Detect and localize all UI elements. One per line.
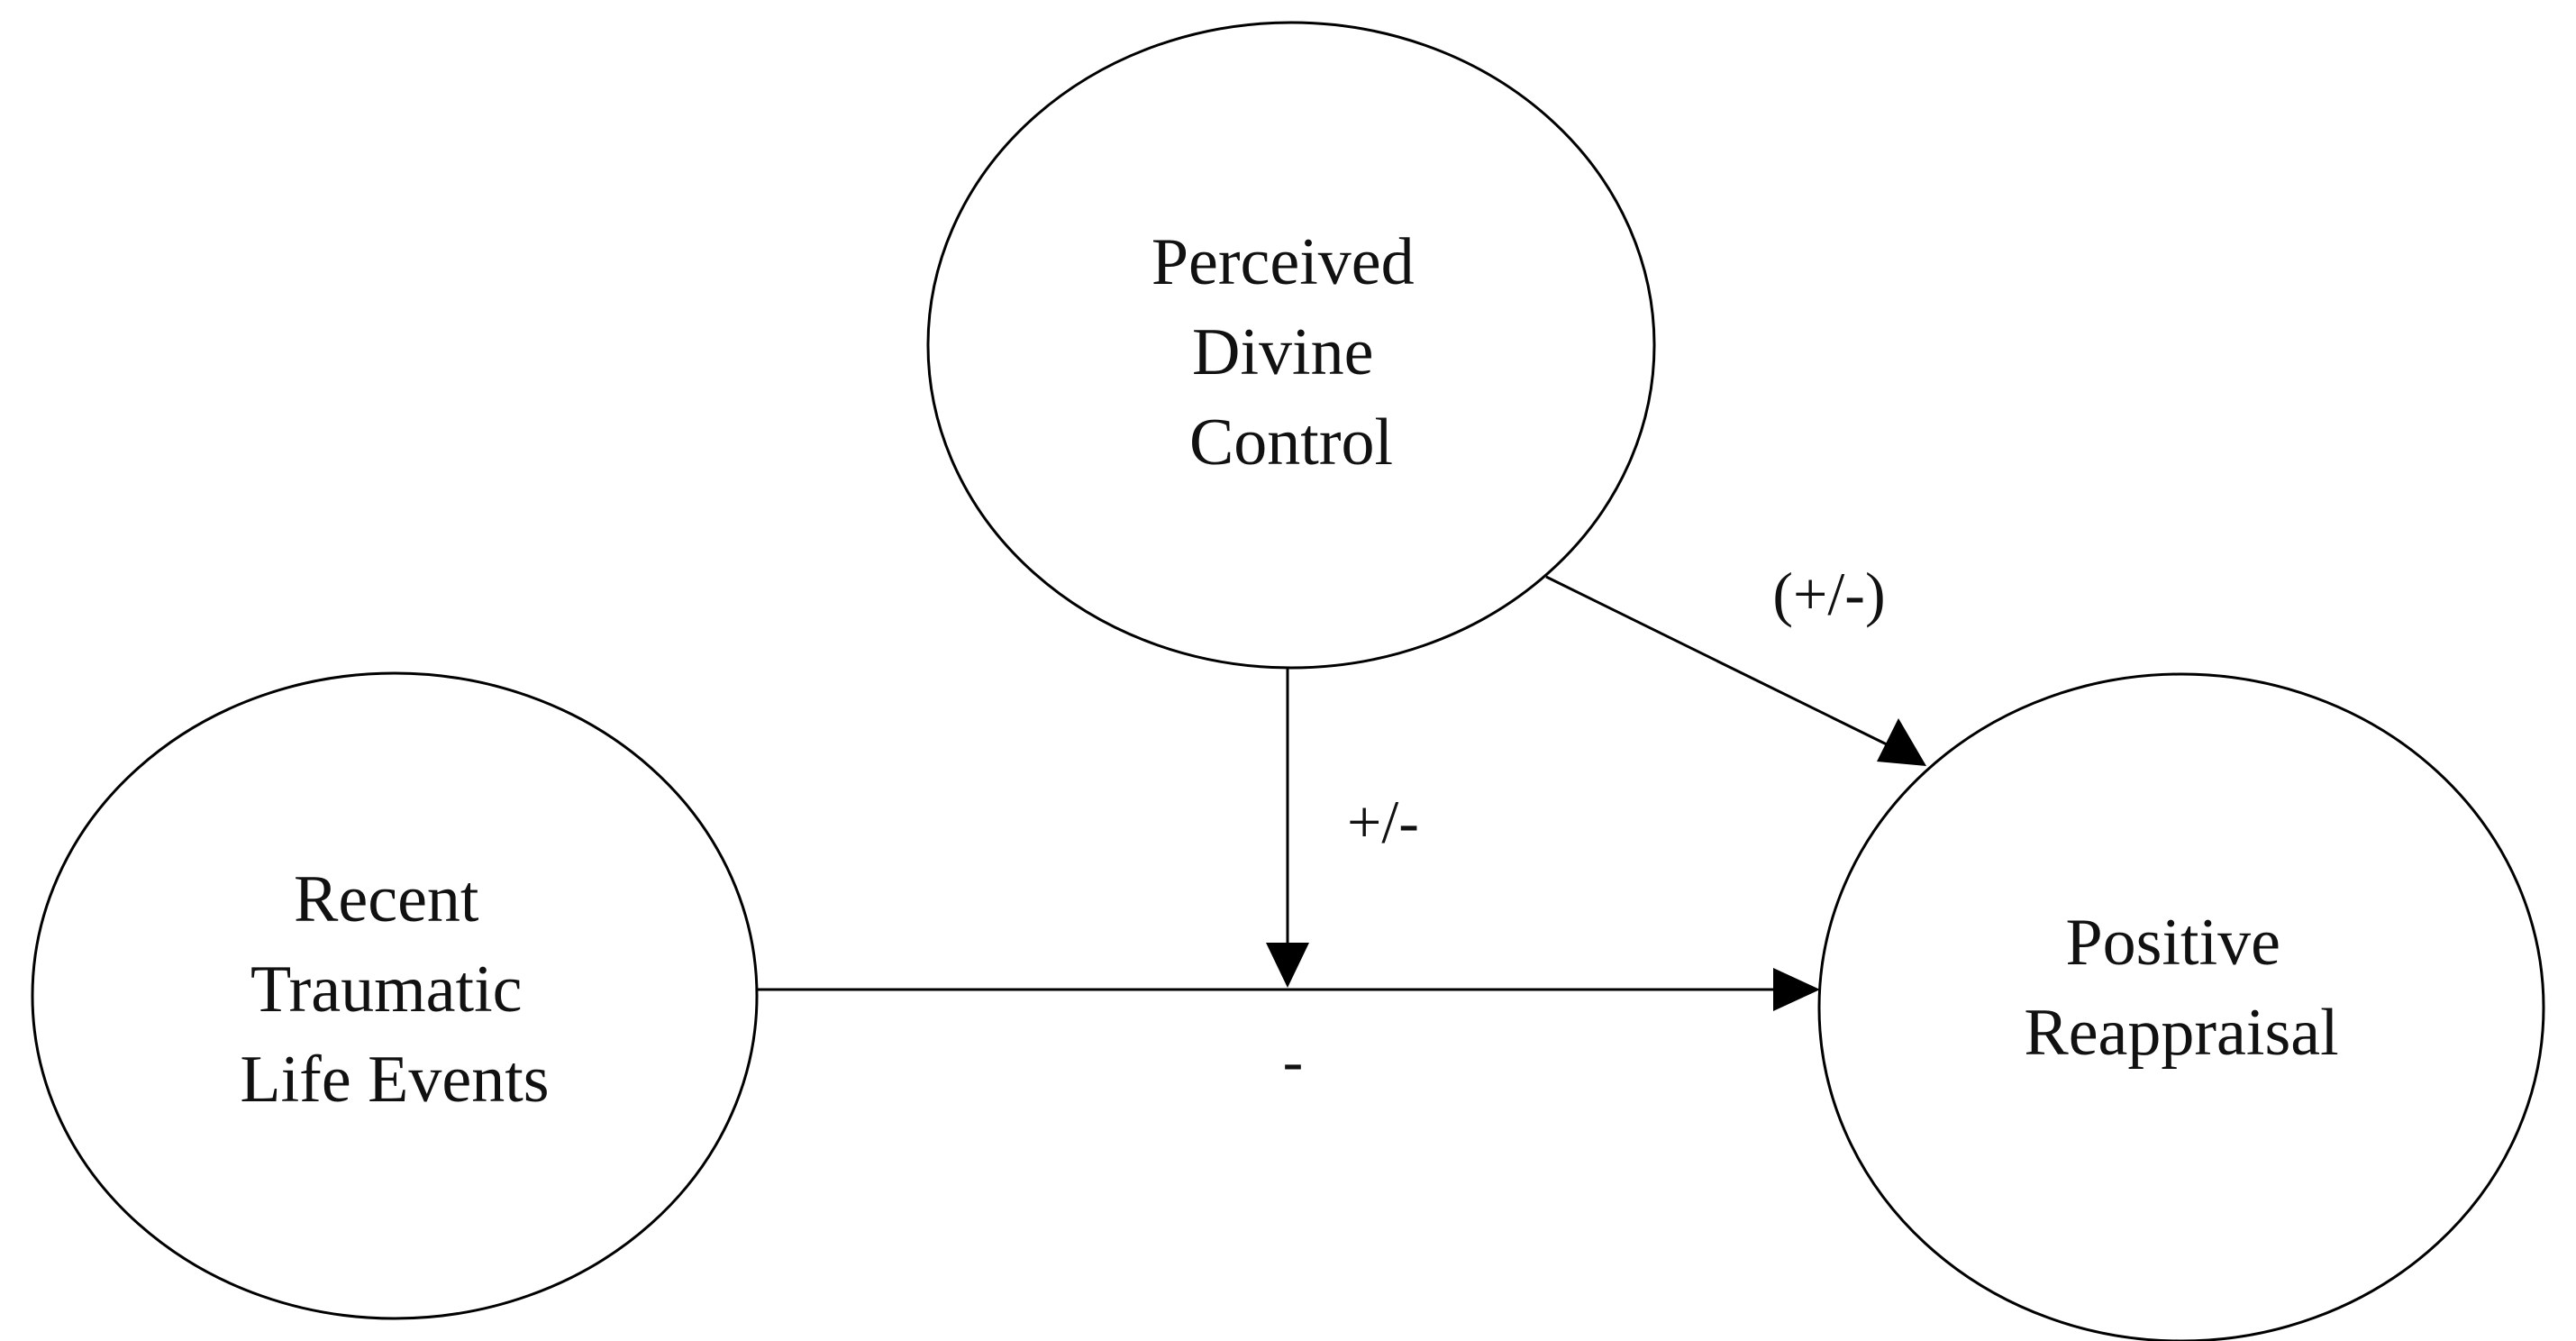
edge-divine-control-to-reappraisal: (+/-) (1545, 560, 1926, 766)
perceived-divine-control-ellipse (926, 21, 1656, 670)
positive-reappraisal-label: Positive Reappraisal (2024, 906, 2338, 1070)
node-perceived-divine-control: Perceived Divine Control (926, 21, 1656, 670)
recent-traumatic-life-events-line-3: Life Events (240, 1043, 549, 1117)
perceived-divine-control-line-3: Control (1189, 406, 1393, 479)
edge-divine-control-moderation: +/- (1266, 668, 1419, 988)
trauma-to-reappraisal-label: - (1283, 1026, 1304, 1095)
divine-control-moderation-label: +/- (1347, 788, 1419, 856)
recent-traumatic-life-events-ellipse (31, 671, 759, 1320)
positive-reappraisal-line-2: Reappraisal (2024, 996, 2338, 1070)
divine-control-moderation-arrowhead (1266, 943, 1309, 988)
edge-trauma-to-reappraisal: - (757, 968, 1820, 1095)
perceived-divine-control-line-1: Perceived (1151, 225, 1415, 299)
perceived-divine-control-line-2: Divine (1192, 315, 1373, 389)
divine-control-to-reappraisal-label: (+/-) (1772, 560, 1885, 628)
recent-traumatic-life-events-line-1: Recent (294, 862, 479, 936)
divine-control-to-reappraisal-arrowhead (1877, 718, 1926, 766)
node-recent-traumatic-life-events: Recent Traumatic Life Events (31, 671, 759, 1320)
node-positive-reappraisal: Positive Reappraisal (1817, 672, 2545, 1341)
recent-traumatic-life-events-label: Recent Traumatic Life Events (240, 862, 549, 1117)
recent-traumatic-life-events-line-2: Traumatic (250, 953, 522, 1026)
positive-reappraisal-ellipse (1817, 672, 2545, 1341)
trauma-to-reappraisal-arrowhead (1773, 968, 1820, 1011)
perceived-divine-control-label: Perceived Divine Control (1151, 225, 1431, 479)
divine-control-to-reappraisal-line (1545, 575, 1891, 748)
positive-reappraisal-line-1: Positive (2066, 906, 2280, 980)
